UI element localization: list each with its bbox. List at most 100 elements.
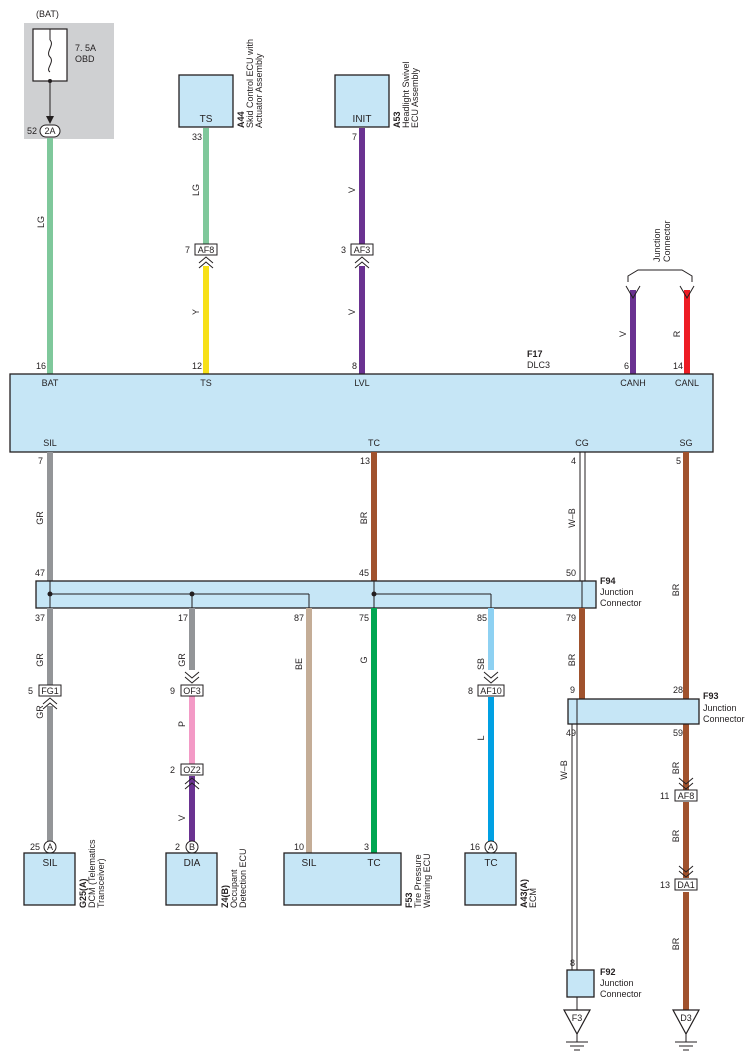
af8-top-pin: 7 [185,245,190,255]
wire-label-br2: BR [671,583,681,596]
f92-box [566,969,595,998]
f17-pin-tc: 13 [360,456,370,466]
f94-pin-45: 45 [359,568,369,578]
f93-box [567,698,700,725]
wire-label-v3: V [618,331,628,337]
f93-line1: Junction [703,703,737,713]
of3-pin: 9 [170,686,175,696]
da1-chevron-icon [678,865,694,878]
f53-pin-tc: 3 [364,842,369,852]
a53-box [334,74,390,128]
g25-term: SIL [42,858,57,869]
z4-line2: Detection ECU [238,848,248,908]
wire-label-wb2: W–B [559,760,569,780]
af8-top-connector [194,243,218,256]
f17-pin-bat: 16 [36,361,46,371]
af8-top-chevron-icon [198,256,214,269]
wire-label-v2: V [347,309,357,315]
junction-connector-bracket [627,269,693,282]
f94-line1: Junction [600,587,634,597]
f94-pin-75: 75 [359,613,369,623]
a53-pin: 7 [352,132,357,142]
ground-f3-icon [562,1009,592,1051]
g25-line1: DCM (Telematics [87,839,97,908]
a43-code: A43(A) [519,879,529,908]
fg1-pin: 5 [28,686,33,696]
oz2-pin: 2 [170,765,175,775]
wire-label-gr4: GR [177,653,187,667]
af10-connector [477,684,505,697]
f53-pin-sil: 10 [294,842,304,852]
af3-connector [350,243,374,256]
a43-box [464,852,517,906]
a53-line1: Headlight Swivel [401,61,411,128]
wire-label-br4: BR [671,761,681,774]
f92-pin: 8 [570,958,575,968]
a43-pin: 16 [470,842,480,852]
z4-line1: Occupant [229,869,239,908]
fg1-connector [38,684,62,697]
canl-chevron-icon [679,285,695,299]
f93-pin-28: 28 [673,685,683,695]
a44-pin: 33 [192,132,202,142]
f17-pin-sil: 7 [38,456,43,466]
jc-top-line1: Junction [652,228,662,262]
bat-label: (BAT) [36,9,59,19]
f53-term-sil: SIL [301,858,316,869]
f53-line2: Warning ECU [422,853,432,908]
ground-d3-label: D3 [680,1013,692,1023]
wire-label-br1: BR [359,511,369,524]
g25-box [23,852,76,906]
af8-bot-pin: 11 [660,791,669,801]
af8-bot-chevron-icon [678,777,694,790]
f92-line2: Connector [600,989,642,999]
a44-line2: Actuator Assembly [254,53,264,128]
f17-pin-canl: 14 [673,361,683,371]
wire-label-lg1: LG [36,216,46,228]
g25-pin: 25 [30,842,40,852]
da1-pin: 13 [660,880,670,890]
a44-line1: Skid Control ECU with [245,39,255,128]
f53-line1: Tire Pressure [413,854,423,908]
of3-chevron-icon [184,671,200,684]
f94-pin-17: 17 [178,613,188,623]
oz2-label: OZ2 [183,765,201,775]
oz2-chevron-icon [184,777,200,790]
z4-term: DIA [184,858,201,869]
f17-term-bat: BAT [42,378,59,388]
f94-line2: Connector [600,598,642,608]
wire-label-br3: BR [567,653,577,666]
f92-line1: Junction [600,978,634,988]
a53-code: A53 [392,111,402,128]
af8-bot-label: AF8 [678,791,695,801]
g25-code: G25(A) [78,878,88,908]
f94-pin-79: 79 [566,613,576,623]
wire-label-v1: V [347,187,357,193]
wire-label-g: G [359,656,369,663]
fuse-name: OBD [75,54,95,64]
f53-term-tc: TC [367,858,380,869]
f94-pin-50: 50 [566,568,576,578]
wire-label-lg2: LG [191,184,201,196]
wire-label-gr1: GR [35,511,45,525]
wire-label-l: L [476,735,486,740]
wire-label-gr2: GR [35,653,45,667]
wire-label-gr3: GR [35,705,45,719]
f17-pin-sg: 5 [676,456,681,466]
fuse-amp: 7. 5A [75,43,96,53]
f17-pin-lvl: 8 [352,361,357,371]
af10-label: AF10 [480,686,502,696]
af8-top-label: AF8 [198,245,215,255]
a53-line2: ECU Assembly [410,67,420,128]
f53-code: F53 [404,892,414,908]
fuse-icon [48,39,52,73]
fuse-connector-label: 2A [44,126,55,136]
f17-pin-cg: 4 [571,456,576,466]
f17-term-canh: CANH [620,378,646,388]
fg1-chevron-icon [42,697,58,710]
z4-box [165,852,218,906]
f92-code: F92 [600,967,616,977]
f17-term-sil: SIL [43,438,57,448]
f53-box [283,852,402,906]
canh-chevron-icon [625,285,641,299]
